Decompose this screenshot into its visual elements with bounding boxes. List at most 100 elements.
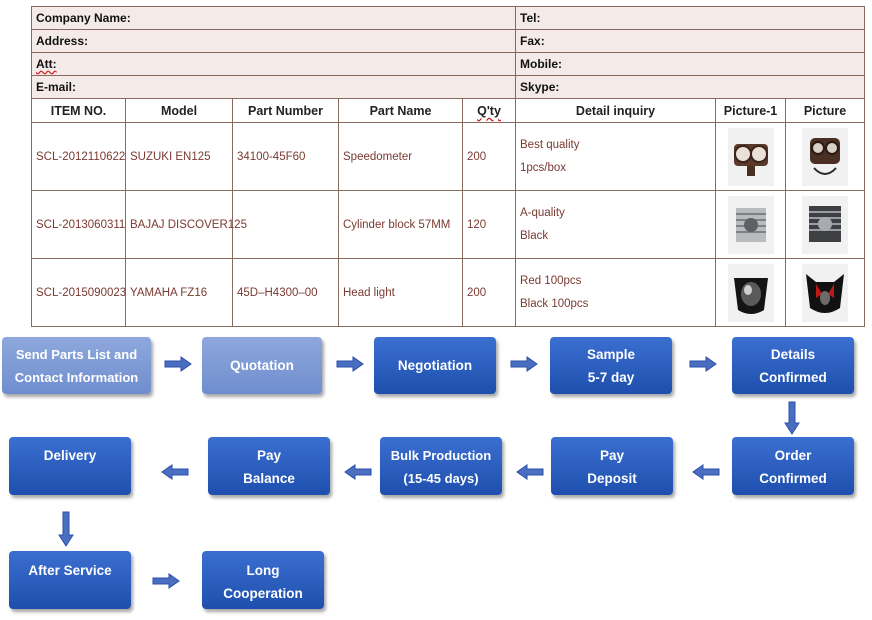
picture-2-cell bbox=[785, 122, 866, 191]
qty-cell: 200 bbox=[461, 122, 517, 191]
fax-label: Fax: bbox=[515, 29, 866, 53]
email-label: E-mail: bbox=[30, 75, 517, 99]
arrow-right-icon bbox=[510, 356, 538, 372]
item-no-cell: SCL-2015090023 bbox=[31, 258, 126, 327]
arrow-right-icon bbox=[336, 356, 364, 372]
model-cell: BAJAJ DISCOVER125 bbox=[125, 190, 247, 259]
step-negotiation-label: Negotiation bbox=[397, 358, 473, 373]
arrow-right-icon bbox=[689, 356, 717, 372]
step-order-confirmed: Order Confirmed bbox=[732, 437, 854, 495]
header-part-name: Part Name bbox=[338, 98, 463, 123]
arrow-left-icon bbox=[161, 464, 189, 480]
part-name-cell: Speedometer bbox=[338, 122, 463, 191]
step-details-confirmed: Details Confirmed bbox=[732, 337, 854, 394]
picture-1-cell bbox=[715, 122, 787, 191]
arrow-down-icon bbox=[784, 401, 800, 435]
item-no-cell: SCL-2012110622 bbox=[31, 122, 126, 191]
step-sample-line-1: Sample bbox=[586, 347, 636, 362]
step-order-line-2: Confirmed bbox=[759, 471, 827, 486]
step-quotation: Quotation bbox=[202, 337, 322, 394]
detail-line-2: 1pcs/box bbox=[520, 161, 567, 174]
header-qty-text: Q'ty bbox=[477, 103, 501, 118]
model-cell: YAMAHA FZ16 bbox=[125, 258, 233, 327]
step-order-line-1: Order bbox=[774, 448, 812, 463]
address-label: Address: bbox=[30, 29, 517, 53]
header-qty: Q'ty bbox=[461, 98, 517, 123]
part-number-cell: 34100-45F60 bbox=[232, 122, 339, 191]
step-quotation-label: Quotation bbox=[230, 358, 294, 373]
picture-1-cell bbox=[715, 190, 787, 259]
detail-line-1: A-quality bbox=[520, 206, 565, 219]
speedometer-photo bbox=[802, 127, 849, 186]
arrow-right-icon bbox=[164, 356, 192, 372]
speedometer-photo bbox=[727, 127, 774, 186]
arrow-right-icon bbox=[152, 573, 180, 589]
picture-1-cell bbox=[715, 258, 787, 327]
step-delivery: Delivery bbox=[9, 437, 131, 495]
detail-line-2: Black 100pcs bbox=[520, 297, 589, 310]
info-row-company: Company Name: Tel: bbox=[30, 6, 866, 30]
step-send-parts-line-1: Send Parts List and bbox=[15, 347, 138, 362]
step-long-cooperation: Long Cooperation bbox=[202, 551, 324, 609]
info-row-att: Att: Mobile: bbox=[30, 52, 866, 76]
step-pay-deposit-line-1: Pay bbox=[599, 448, 625, 463]
inquiry-form-table: Company Name: Tel: Address: Fax: Att: Mo… bbox=[30, 6, 866, 327]
qty-cell: 200 bbox=[461, 258, 517, 327]
info-row-email: E-mail: Skype: bbox=[30, 75, 866, 99]
step-negotiation: Negotiation bbox=[374, 337, 496, 394]
header-model: Model bbox=[125, 98, 233, 123]
step-details-line-1: Details bbox=[770, 347, 816, 362]
att-label-text: Att: bbox=[36, 57, 57, 71]
table-row: SCL-2013060311 BAJAJ DISCOVER125 Cylinde… bbox=[31, 190, 866, 259]
detail-line-2: Black bbox=[520, 229, 549, 242]
part-name-cell: Head light bbox=[338, 258, 463, 327]
arrow-down-icon bbox=[58, 511, 74, 547]
picture-2-cell bbox=[785, 190, 866, 259]
step-pay-deposit: Pay Deposit bbox=[551, 437, 673, 495]
step-sample-line-2: 5-7 day bbox=[587, 370, 635, 385]
header-picture: Picture bbox=[785, 98, 866, 123]
table-header-row: ITEM NO. Model Part Number Part Name Q't… bbox=[31, 98, 866, 123]
company-name-label: Company Name: bbox=[30, 6, 517, 30]
step-bulk-production: Bulk Production (15-45 days) bbox=[380, 437, 502, 495]
detail-cell: Best quality 1pcs/box bbox=[515, 122, 717, 191]
table-row: SCL-2012110622 SUZUKI EN125 34100-45F60 … bbox=[31, 122, 866, 191]
model-cell: SUZUKI EN125 bbox=[125, 122, 233, 191]
part-number-cell: 45D–H4300–00 bbox=[232, 258, 339, 327]
info-row-address: Address: Fax: bbox=[30, 29, 866, 53]
detail-line-1: Best quality bbox=[520, 138, 580, 151]
headlight-photo bbox=[802, 263, 849, 322]
step-sample: Sample 5-7 day bbox=[550, 337, 672, 394]
header-picture-1: Picture-1 bbox=[715, 98, 787, 123]
detail-cell: Red 100pcs Black 100pcs bbox=[515, 258, 717, 327]
step-after-service: After Service bbox=[9, 551, 131, 609]
part-number-cell bbox=[232, 190, 339, 259]
cylinder-block-photo bbox=[802, 195, 849, 254]
header-part-number: Part Number bbox=[232, 98, 339, 123]
cylinder-block-photo bbox=[727, 195, 774, 254]
step-after-service-label: After Service bbox=[28, 563, 112, 578]
item-no-cell: SCL-2013060311 bbox=[31, 190, 126, 259]
detail-cell: A-quality Black bbox=[515, 190, 717, 259]
arrow-left-icon bbox=[344, 464, 372, 480]
step-pay-balance: Pay Balance bbox=[208, 437, 330, 495]
step-pay-balance-line-2: Balance bbox=[243, 471, 295, 486]
qty-cell: 120 bbox=[461, 190, 517, 259]
table-row: SCL-2015090023 YAMAHA FZ16 45D–H4300–00 … bbox=[31, 258, 866, 327]
picture-2-cell bbox=[785, 258, 866, 327]
step-long-line-1: Long bbox=[246, 563, 280, 578]
header-item-no: ITEM NO. bbox=[31, 98, 126, 123]
detail-line-1: Red 100pcs bbox=[520, 274, 582, 287]
header-detail-inquiry: Detail inquiry bbox=[515, 98, 717, 123]
step-send-parts-list: Send Parts List and Contact Information bbox=[2, 337, 151, 394]
step-bulk-line-1: Bulk Production bbox=[390, 448, 492, 463]
step-pay-deposit-line-2: Deposit bbox=[587, 471, 637, 486]
step-delivery-label: Delivery bbox=[43, 448, 97, 463]
step-bulk-line-2: (15-45 days) bbox=[403, 471, 479, 486]
arrow-left-icon bbox=[516, 464, 544, 480]
skype-label: Skype: bbox=[515, 75, 866, 99]
arrow-left-icon bbox=[692, 464, 720, 480]
step-pay-balance-line-1: Pay bbox=[256, 448, 282, 463]
step-details-line-2: Confirmed bbox=[759, 370, 827, 385]
mobile-label: Mobile: bbox=[515, 52, 866, 76]
